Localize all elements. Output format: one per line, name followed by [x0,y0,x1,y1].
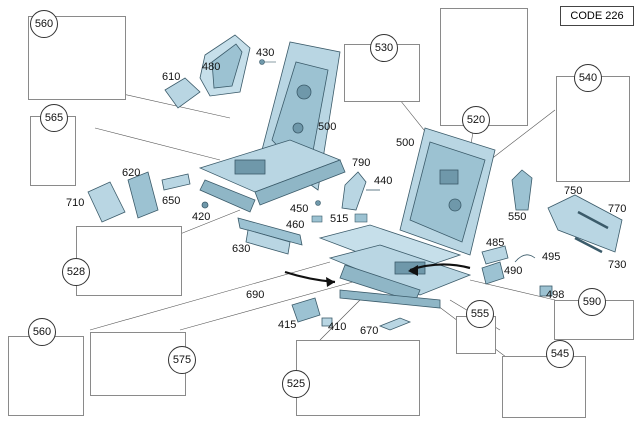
part-label-730[interactable]: 730 [608,259,627,271]
callout-528[interactable]: 528 [62,258,90,286]
inset-box-540 [556,76,630,182]
part-label-500-right[interactable]: 500 [396,137,415,149]
part-label-415[interactable]: 415 [278,319,297,331]
part-label-420[interactable]: 420 [192,211,211,223]
right-seat-backrest [399,127,496,256]
callout-525[interactable]: 525 [282,370,310,398]
part-label-550[interactable]: 550 [508,211,527,223]
part-label-790[interactable]: 790 [352,157,371,169]
part-label-485[interactable]: 485 [486,237,505,249]
part-label-610[interactable]: 610 [162,71,181,83]
lower-small-parts [291,297,412,331]
inset-box-545 [502,356,586,418]
inset-box-560-bottom [8,336,84,416]
mechanism-550 [511,169,533,211]
inset-box-520 [440,8,528,126]
part-label-710[interactable]: 710 [66,197,85,209]
inset-box-560-top [28,16,126,100]
code-label: CODE 226 [560,6,634,26]
callout-565[interactable]: 565 [40,104,68,132]
inset-box-565 [30,116,76,186]
small-parts-center [311,200,368,223]
part-label-490[interactable]: 490 [504,265,523,277]
part-label-620[interactable]: 620 [122,167,141,179]
part-label-770[interactable]: 770 [608,203,627,215]
part-label-440[interactable]: 440 [374,175,393,187]
callout-555[interactable]: 555 [466,300,494,328]
headrest-part [164,34,251,109]
part-label-750[interactable]: 750 [564,185,583,197]
callout-545[interactable]: 545 [546,340,574,368]
part-label-515[interactable]: 515 [330,213,349,225]
part-label-500-left[interactable]: 500 [318,121,337,133]
callout-540[interactable]: 540 [574,64,602,92]
part-label-690[interactable]: 690 [246,289,265,301]
right-small-parts [481,245,553,297]
part-label-630[interactable]: 630 [232,243,251,255]
cover-790 [341,171,380,211]
callout-560-bottom[interactable]: 560 [28,318,56,346]
callout-530[interactable]: 530 [370,34,398,62]
callout-590[interactable]: 590 [578,288,606,316]
left-seat-cushion-frame [198,139,346,213]
callout-560-top[interactable]: 560 [30,10,58,38]
inset-box-528 [76,226,182,296]
callout-575[interactable]: 575 [168,346,196,374]
part-label-498[interactable]: 498 [546,289,565,301]
part-label-430[interactable]: 430 [256,47,275,59]
lower-cover-parts [547,194,623,254]
right-seat-cushion-frame [318,224,472,309]
part-label-670[interactable]: 670 [360,325,379,337]
part-label-410[interactable]: 410 [328,321,347,333]
arrow-heads [326,265,418,287]
trim-strip-part [237,217,303,255]
part-label-460[interactable]: 460 [286,219,305,231]
part-label-495[interactable]: 495 [542,251,561,263]
part-label-450[interactable]: 450 [290,203,309,215]
side-cover-parts [87,171,209,223]
part-label-650[interactable]: 650 [162,195,181,207]
inset-box-525 [296,340,420,416]
part-label-480[interactable]: 480 [202,61,221,73]
callout-520[interactable]: 520 [462,106,490,134]
screw-part [259,59,276,65]
